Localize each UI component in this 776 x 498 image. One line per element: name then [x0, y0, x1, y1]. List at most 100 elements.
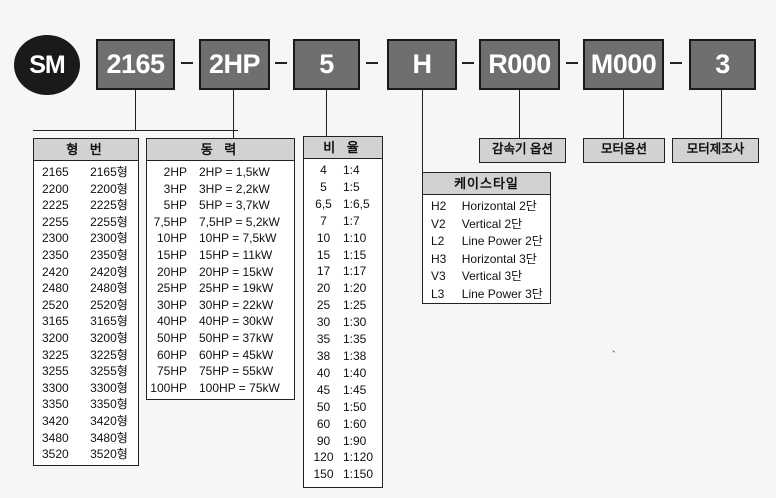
table-cell-value: 3225형: [90, 347, 128, 362]
code-motor-maker: 3: [689, 39, 756, 90]
table-cell-code: 2200: [42, 181, 69, 196]
table-cell-value: 1:5: [343, 179, 360, 194]
table-row: 2165 2165형: [34, 164, 138, 181]
table-row: 2480 2480형: [34, 280, 138, 297]
table-cell-code: 2420: [42, 264, 69, 279]
table-cell-code: 30HP: [156, 297, 187, 312]
table-cell-code: L2: [431, 234, 445, 248]
table-cell-code: 20HP: [156, 264, 187, 279]
table-cell-code: 15HP: [156, 247, 187, 262]
table-cell-code: 2165: [42, 165, 69, 179]
table-cell-value: 5HP = 3,7kW: [199, 198, 270, 213]
table-cell-value: 100HP = 75kW: [199, 380, 280, 395]
table-cell-value: 1:35: [343, 332, 367, 347]
table-cell-value: 2300형: [90, 231, 128, 246]
table-cell-value: 3200형: [90, 330, 128, 345]
table-cell-code: 75HP: [156, 364, 187, 379]
table-cell-code: 3225: [42, 347, 69, 362]
connector-line: [33, 130, 238, 131]
code-ratio: 5: [293, 39, 360, 90]
table-cell-code: 30: [316, 315, 331, 330]
table-cell-code: 3165: [42, 314, 69, 329]
code-model-label: 2165: [106, 49, 165, 79]
table-cell-code: 2255: [42, 214, 69, 229]
table-row: 100HP 100HP = 75kW: [147, 380, 294, 397]
table-cell-code: 60: [316, 416, 331, 431]
table-cell-value: 1:10: [343, 230, 367, 245]
table-row: 38 1:38: [304, 348, 382, 365]
table-cell-value: 3HP = 2,2kW: [199, 181, 270, 196]
table-cell-code: V2: [431, 216, 446, 231]
separator-dash: [462, 62, 474, 64]
table-cell-value: 1:30: [343, 315, 367, 330]
table-cell-code: 3520: [42, 447, 69, 462]
table-row: V3 Vertical 3단: [423, 268, 550, 286]
table-cell-value: 2165형: [90, 165, 128, 179]
code-case-label: H: [412, 49, 433, 79]
connector-line: [326, 90, 327, 136]
connector-line: [233, 90, 234, 138]
table-cell-value: 1:7: [343, 213, 360, 228]
table-cell-value: Vertical 3단: [461, 269, 523, 283]
table-cell-value: 1:38: [343, 348, 367, 363]
table-cell-code: 3HP: [163, 181, 187, 196]
table-cell-value: 15HP = 11kW: [199, 247, 273, 262]
table-cell-value: 1:4: [343, 163, 360, 177]
table-cell-value: 2350형: [90, 247, 128, 262]
code-ratio-label: 5: [319, 49, 334, 79]
table-cell-code: 20: [316, 281, 331, 296]
table-cell-value: 2480형: [90, 281, 128, 296]
table-cell-value: 3420형: [90, 413, 128, 428]
table-cell-code: 100HP: [150, 380, 187, 395]
table-cell-code: 2225: [42, 198, 69, 213]
table-cell-code: 3200: [42, 330, 69, 345]
table-cell-code: 38: [316, 348, 331, 363]
table-row: 3HP 3HP = 2,2kW: [147, 181, 294, 198]
table-cell-value: 3255형: [90, 364, 128, 379]
code-motor-maker-label: 3: [715, 49, 730, 79]
ratio-table-title: 비 율: [304, 137, 382, 159]
stray-mark: `: [612, 350, 616, 362]
table-cell-value: 2420형: [90, 264, 128, 279]
code-reducer-option: R000: [479, 39, 560, 90]
connector-line: [135, 90, 136, 130]
table-row: 35 1:35: [304, 331, 382, 348]
table-cell-code: 2300: [42, 231, 69, 246]
table-cell-code: 3350: [42, 397, 69, 412]
table-cell-value: 3300형: [90, 380, 128, 395]
table-cell-code: 35: [316, 332, 331, 347]
table-cell-value: 1:15: [343, 247, 367, 262]
table-cell-value: 1:90: [343, 433, 367, 448]
table-cell-code: 2480: [42, 281, 69, 296]
table-cell-value: 2255형: [90, 214, 128, 229]
table-cell-code: V3: [431, 269, 446, 283]
table-cell-value: 2HP = 1,5kW: [199, 165, 270, 179]
table-cell-value: 3520형: [90, 447, 128, 462]
code-model: 2165: [96, 39, 175, 90]
table-cell-code: L3: [431, 286, 445, 301]
code-motor-option-label: M000: [590, 49, 657, 79]
reducer-option-box: 감속기 옵션: [479, 138, 566, 163]
table-cell-value: Horizontal 2단: [461, 199, 537, 213]
table-cell-value: 60HP = 45kW: [199, 347, 274, 362]
separator-dash: [566, 62, 578, 64]
motor-option-box: 모터옵션: [583, 138, 665, 163]
separator-dash: [275, 62, 287, 64]
